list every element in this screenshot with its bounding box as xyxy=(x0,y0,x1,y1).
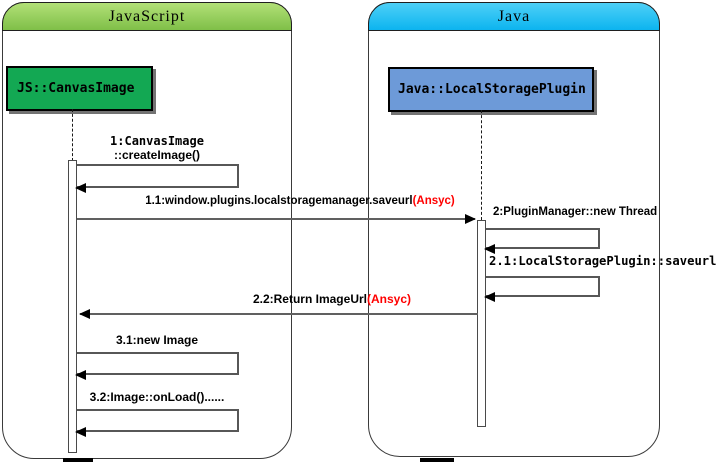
arrowhead-icon xyxy=(75,183,86,193)
arrowhead-icon xyxy=(79,309,90,319)
arrowhead-icon xyxy=(75,427,86,437)
message-2-1-self-arrow xyxy=(484,276,600,302)
message-3-2-self-arrow xyxy=(75,409,239,437)
lifeline-javascript xyxy=(72,109,73,161)
object-label-local-storage-plugin: Java::LocalStoragePlugin xyxy=(398,82,586,97)
message-2-2-arrow xyxy=(79,309,478,319)
object-box-canvas-image: JS::CanvasImage xyxy=(6,66,153,111)
activation-bar-java xyxy=(477,220,486,427)
object-box-local-storage-plugin: Java::LocalStoragePlugin xyxy=(388,67,594,112)
message-1-1-label: 1.1:window.plugins.localstoragemanager.s… xyxy=(125,194,475,208)
arrowhead-icon xyxy=(484,244,495,254)
message-1-1-text: 1.1:window.plugins.localstoragemanager.s… xyxy=(145,195,413,207)
activation-bar-javascript xyxy=(68,160,77,453)
arrowhead-icon xyxy=(465,214,476,224)
message-2-1-label: 2.1:LocalStoragePlugin::saveurl xyxy=(489,254,717,268)
lane-title-javascript: JavaScript xyxy=(108,8,186,25)
object-label-canvas-image: JS::CanvasImage xyxy=(17,81,135,96)
message-2-self-arrow xyxy=(484,228,600,254)
message-1-label-line1: 1:CanvasImage xyxy=(110,134,204,148)
message-2-label: 2:PluginManager::new Thread xyxy=(493,206,658,218)
message-2-2-async-tag: (Ansyc) xyxy=(366,292,411,306)
arrowhead-icon xyxy=(75,370,86,380)
message-3-1-label: 3.1:new Image xyxy=(115,333,199,347)
lifeline-java xyxy=(481,110,482,220)
message-2-2-text: 2.2:Return ImageUrl xyxy=(252,292,367,306)
message-3-2-label: 3.2:Image::onLoad()...... xyxy=(89,390,225,404)
message-1-label: 1:CanvasImage ::createImage() xyxy=(77,134,237,162)
arrowhead-icon xyxy=(484,292,495,302)
message-2-2-label: 2.2:Return ImageUrl(Ansyc) xyxy=(110,292,411,306)
message-1-1-async-tag: (Ansyc) xyxy=(412,195,455,207)
message-1-self-arrow xyxy=(75,164,239,193)
message-1-1-arrow xyxy=(77,214,476,224)
message-3-1-self-arrow xyxy=(75,352,239,380)
message-1-label-line2: ::createImage() xyxy=(113,148,201,162)
lane-header-javascript: JavaScript xyxy=(2,2,292,31)
bottom-cutoff-mark-left xyxy=(63,458,93,462)
lane-title-java: Java xyxy=(497,8,531,25)
bottom-cutoff-mark-right xyxy=(420,458,454,462)
lane-header-java: Java xyxy=(368,2,660,31)
